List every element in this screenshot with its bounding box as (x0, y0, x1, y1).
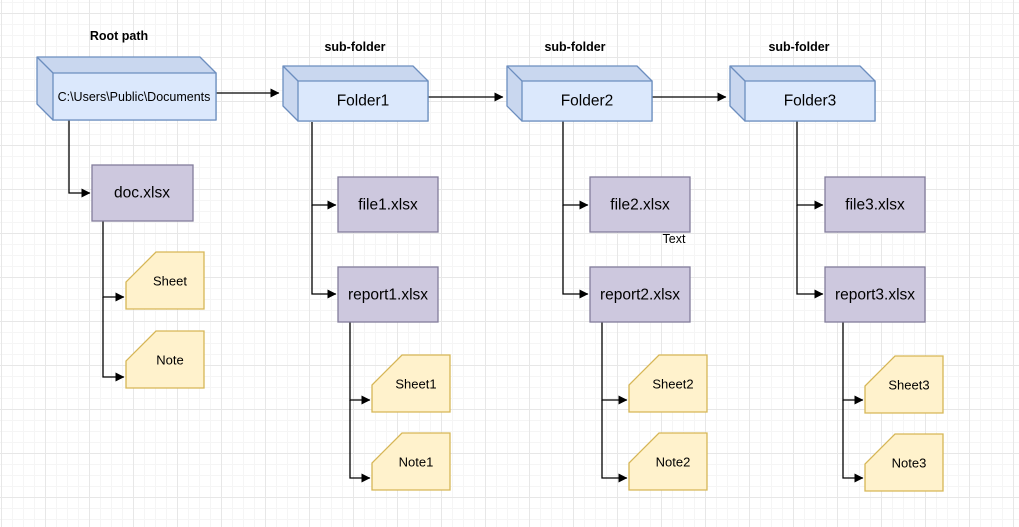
node-report2-xlsx[interactable]: report2.xlsx (589, 266, 691, 323)
file2-xlsx-rect (589, 176, 691, 233)
edge-report1-note1[interactable] (349, 400, 371, 483)
node-file3-xlsx-label: file3.xlsx (845, 197, 905, 214)
edge-report3-sheet3[interactable] (842, 322, 864, 405)
edge-report2-sheet2[interactable] (601, 322, 628, 405)
node-file2-xlsx[interactable]: file2.xlsx (589, 176, 691, 233)
note-card (125, 330, 205, 389)
node-report3-xlsx-label: report3.xlsx (835, 287, 915, 304)
node-note2-label: Note2 (656, 455, 691, 470)
node-note1[interactable]: Note1 (371, 432, 451, 491)
label-subfolder-2: sub-folder (544, 40, 605, 54)
node-file3-xlsx[interactable]: file3.xlsx (824, 176, 926, 233)
node-note[interactable]: Note (125, 330, 205, 389)
node-root-path[interactable]: C:\Users\Public\Documents (36, 56, 217, 121)
node-folder2[interactable]: Folder2 (506, 65, 653, 122)
label-root-path-header: Root path (90, 29, 148, 43)
node-folder1[interactable]: Folder1 (282, 65, 429, 122)
node-root-path-label: C:\Users\Public\Documents (58, 90, 211, 104)
doc-xlsx-rect (91, 164, 194, 222)
edge-folder1-file1[interactable] (311, 122, 337, 210)
edge-folder1-report1[interactable] (311, 205, 337, 299)
edge-folder3-file3[interactable] (796, 121, 824, 210)
node-sheet2[interactable]: Sheet2 (628, 354, 708, 413)
report1-xlsx-rect (337, 266, 439, 323)
edge-doc-note[interactable] (102, 297, 125, 382)
note2-card (628, 432, 708, 491)
label-text-annotation[interactable]: Text (663, 232, 686, 246)
sheet1-card (371, 354, 451, 413)
node-note2[interactable]: Note2 (628, 432, 708, 491)
node-note3[interactable]: Note3 (864, 433, 944, 492)
edge-folder3-report3[interactable] (796, 205, 824, 299)
node-sheet[interactable]: Sheet (125, 251, 205, 310)
root-path-cube-front (52, 72, 217, 121)
label-subfolder-1: sub-folder (324, 40, 385, 54)
edge-doc-sheet[interactable] (102, 221, 125, 302)
label-subfolder-3: sub-folder (768, 40, 829, 54)
node-report2-xlsx-label: report2.xlsx (600, 287, 680, 304)
note1-card (371, 432, 451, 491)
folder3-cube-chamfer (729, 65, 746, 82)
node-sheet1[interactable]: Sheet1 (371, 354, 451, 413)
node-folder3[interactable]: Folder3 (729, 65, 876, 122)
node-sheet2-label: Sheet2 (652, 377, 693, 392)
note3-card (864, 433, 944, 492)
node-report1-xlsx[interactable]: report1.xlsx (337, 266, 439, 323)
node-doc-xlsx[interactable]: doc.xlsx (91, 164, 194, 222)
edge-report2-note2[interactable] (601, 400, 628, 483)
node-sheet1-label: Sheet1 (395, 377, 436, 392)
node-folder3-label: Folder3 (784, 93, 837, 110)
node-file1-xlsx-label: file1.xlsx (358, 197, 418, 214)
node-report3-xlsx[interactable]: report3.xlsx (824, 266, 926, 323)
folder3-cube-front (744, 80, 876, 122)
node-sheet3-label: Sheet3 (888, 378, 929, 393)
node-sheet3[interactable]: Sheet3 (864, 355, 944, 414)
edge-folder2-report2[interactable] (562, 205, 589, 299)
edge-report3-note3[interactable] (842, 400, 864, 483)
edge-root-doc[interactable] (68, 120, 91, 198)
folder1-cube-chamfer (282, 65, 299, 82)
sheet2-card (628, 354, 708, 413)
report2-xlsx-rect (589, 266, 691, 323)
report3-xlsx-rect (824, 266, 926, 323)
edge-folder2-file2[interactable] (562, 121, 589, 210)
node-doc-xlsx-label: doc.xlsx (114, 185, 170, 202)
folder2-cube-front (521, 80, 653, 122)
folder2-cube-chamfer (506, 65, 523, 82)
node-note1-label: Note1 (399, 455, 434, 470)
sheet3-card (864, 355, 944, 414)
file1-xlsx-rect (337, 176, 439, 233)
root-path-cube-chamfer (36, 56, 54, 74)
node-file1-xlsx[interactable]: file1.xlsx (337, 176, 439, 233)
sheet-card (125, 251, 205, 310)
node-report1-xlsx-label: report1.xlsx (348, 287, 428, 304)
folder1-cube-front (297, 80, 429, 122)
node-file2-xlsx-label: file2.xlsx (610, 197, 670, 214)
node-note-label: Note (156, 353, 183, 368)
edge-report1-sheet1[interactable] (349, 322, 371, 405)
node-folder1-label: Folder1 (337, 93, 390, 110)
node-note3-label: Note3 (892, 456, 927, 471)
node-folder2-label: Folder2 (561, 93, 614, 110)
file3-xlsx-rect (824, 176, 926, 233)
node-sheet-label: Sheet (153, 274, 187, 289)
